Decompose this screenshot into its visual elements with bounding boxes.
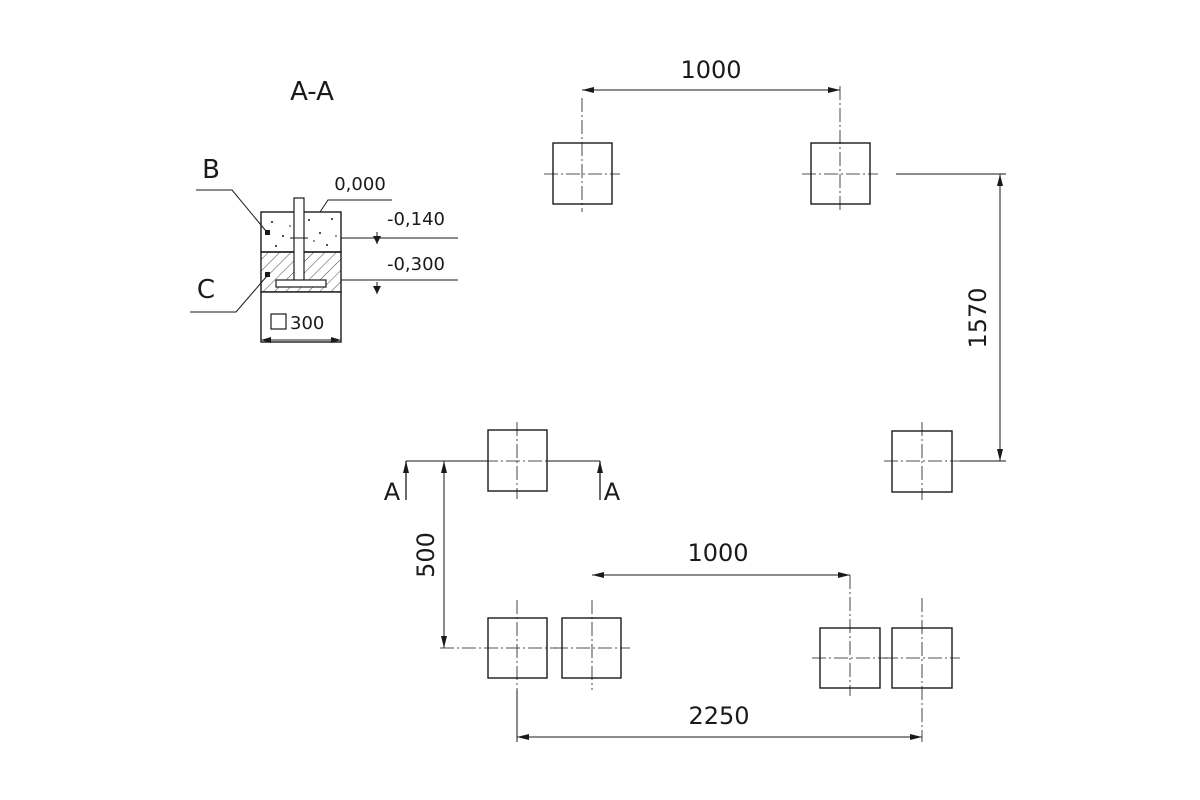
section-title: A-A — [290, 77, 334, 107]
base-block — [260, 291, 342, 343]
dimension-right: 1570 — [896, 173, 1006, 462]
dim-left-label: 500 — [412, 532, 440, 578]
size-label: 300 — [290, 313, 324, 334]
anchor-plate — [275, 279, 327, 288]
plan-view: 1000 1570 A A 500 — [384, 56, 1006, 742]
cut-label-right: A — [604, 478, 621, 506]
square-symbol-icon — [270, 313, 287, 330]
pad-right — [884, 422, 960, 500]
section-view: A-A B C 0,000 -0,140 — [190, 77, 458, 343]
dim-right-label: 1570 — [964, 287, 992, 348]
level-mid: -0,140 — [387, 209, 445, 230]
dimension-top: 1000 — [582, 56, 840, 93]
concrete-texture — [271, 218, 337, 247]
dimension-bottom-inner: 1000 — [592, 539, 850, 578]
dim-top-label: 1000 — [680, 56, 741, 84]
pad-bottom-1 — [440, 600, 556, 690]
dim-bottom-inner-label: 1000 — [687, 539, 748, 567]
dimension-left: 500 — [412, 461, 447, 648]
mark-c-point — [265, 272, 270, 277]
pad-bottom-2 — [554, 600, 630, 690]
cut-label-left: A — [384, 478, 401, 506]
pad-bottom-3 — [812, 575, 888, 696]
pad-bottom-4 — [884, 598, 960, 742]
level-top: 0,000 — [334, 174, 386, 195]
label-b: B — [202, 155, 220, 185]
level-bottom: -0,300 — [387, 254, 445, 275]
dim-bottom-total-label: 2250 — [688, 702, 749, 730]
pad-top-left — [544, 98, 620, 212]
dimension-bottom-total: 2250 — [516, 690, 922, 742]
mark-b-point — [265, 230, 270, 235]
section-cut-line: A A — [384, 460, 621, 506]
anchor-bolt — [293, 197, 305, 285]
pad-top-right — [802, 86, 878, 212]
label-c: C — [197, 275, 215, 305]
